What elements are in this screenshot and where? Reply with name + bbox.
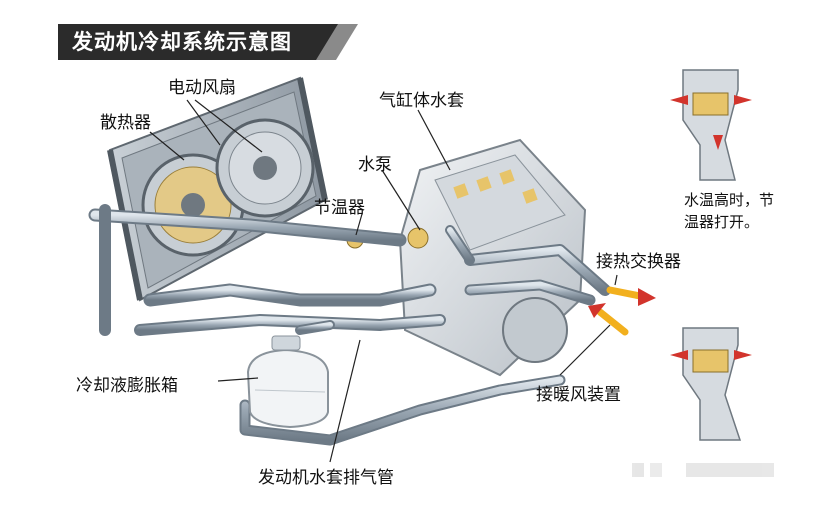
thermostat-inset-open [670,70,752,180]
thermostat-note-line-2: 温器打开。 [684,211,774,233]
label-vent-pipe: 发动机水套排气管 [258,463,394,488]
thermostat-note-line-1: 水温高时，节 [684,189,774,211]
label-heater: 接暖风装置 [536,380,621,405]
label-heat-exchanger: 接热交换器 [596,247,681,272]
label-radiator: 散热器 [100,108,151,133]
heat-exchanger-arrows [610,288,656,306]
label-expansion-tank: 冷却液膨胀箱 [76,371,178,396]
label-water-pump: 水泵 [358,150,392,175]
label-electric-fan: 电动风扇 [168,73,236,98]
expansion-tank [248,336,328,427]
diagram-title: 发动机冷却系统示意图 [72,26,292,58]
watermark [632,463,774,477]
electric-fan-right [217,120,313,216]
label-thermostat: 节温器 [314,193,365,218]
water-pump [408,228,428,248]
label-cylinder-jacket: 气缸体水套 [379,86,464,111]
thermostat-inset-closed [670,328,752,440]
heater-arrow [588,303,625,332]
thermostat-note: 水温高时，节 温器打开。 [684,189,774,233]
